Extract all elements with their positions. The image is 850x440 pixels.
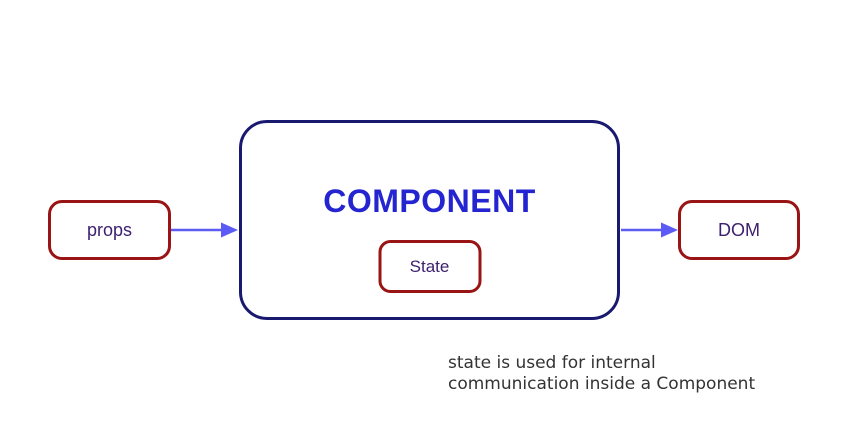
- caption: state is used for internal communication…: [448, 353, 755, 395]
- caption-line-1: state is used for internal: [448, 353, 656, 373]
- props-node: props: [48, 200, 171, 260]
- props-node-label: props: [86, 219, 133, 240]
- component-node: COMPONENT State: [239, 120, 620, 320]
- state-node-label: State: [409, 256, 450, 276]
- component-to-dom-arrow: [621, 222, 678, 238]
- dom-node-label: DOM: [718, 219, 760, 240]
- dom-node: DOM: [678, 200, 800, 260]
- caption-line-2: communication inside a Component: [448, 374, 756, 394]
- component-title: COMPONENT: [323, 183, 536, 219]
- state-node: State: [378, 240, 481, 293]
- props-to-component-arrow: [171, 222, 238, 238]
